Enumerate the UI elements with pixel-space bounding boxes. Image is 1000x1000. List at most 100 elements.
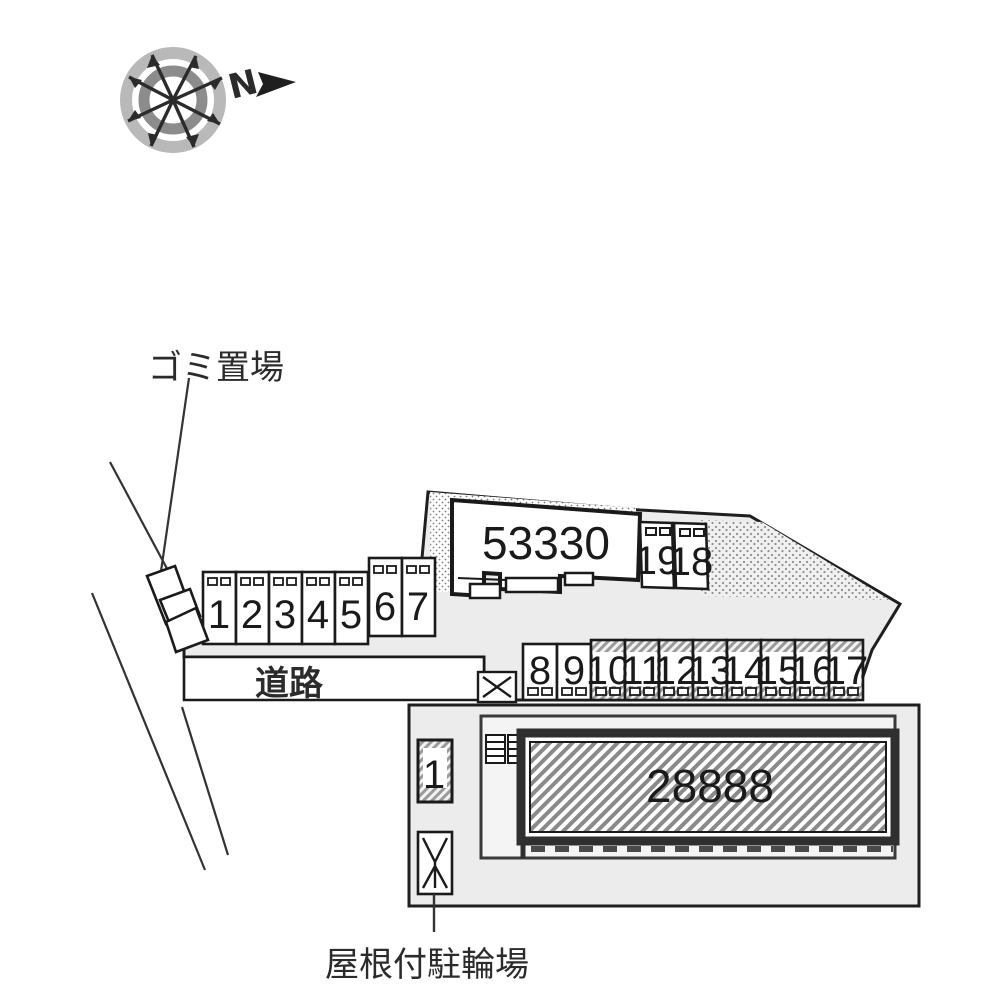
stall-11-stopper-b	[643, 687, 655, 696]
stall-7-stopper-b	[419, 565, 430, 574]
stall-14-stopper-a	[731, 687, 743, 696]
stall-16-stopper-a	[799, 687, 811, 696]
stall-3-stopper-b	[286, 577, 297, 586]
stall-10-label: 10	[586, 649, 631, 693]
road-band	[182, 655, 486, 702]
stall-13-stopper-b	[711, 687, 723, 696]
stall-17-stopper-a	[833, 687, 845, 696]
stall-19-stopper-b	[659, 527, 671, 536]
parking-stall-15[interactable]: 15	[756, 638, 801, 702]
stall-7-label: 7	[407, 585, 429, 629]
trash-box-base	[164, 606, 210, 654]
stall-8-label: 8	[529, 649, 551, 693]
stall-4-stopper-b	[319, 577, 330, 586]
bike-stall-label: 1	[423, 753, 445, 797]
trash-enclosure: ゴミ置場	[145, 348, 284, 654]
stipple-wedge	[700, 520, 890, 600]
boundary-lines	[90, 377, 230, 871]
building-28888: 28888	[516, 728, 900, 846]
parking-stall-10[interactable]: 10	[586, 638, 631, 702]
stall-16-label: 16	[790, 649, 835, 693]
building-53330-entry-a	[468, 582, 502, 600]
trash-label: ゴミ置場	[148, 348, 284, 388]
stall-18-stopper-b	[693, 528, 705, 537]
building-53330-number: 53330	[482, 517, 610, 569]
stall-10-stopper-a	[595, 687, 607, 696]
bike-parking-marker[interactable]	[416, 830, 454, 896]
parking-stall-17[interactable]: 17	[824, 638, 869, 702]
stall-5-stopper-b	[352, 577, 363, 586]
parking-stall-2[interactable]: 2	[234, 570, 271, 646]
stall-9-label: 9	[563, 649, 585, 693]
stall-2-stopper-a	[240, 577, 251, 586]
building-53330-entry-b	[504, 576, 560, 594]
stall-5-stopper-a	[339, 577, 350, 586]
compass-inner-ring	[138, 65, 208, 135]
stall-6-stopper-a	[373, 565, 384, 574]
stall-12-stopper-a	[663, 687, 675, 696]
parking-stall-19[interactable]: 19	[635, 520, 680, 590]
parking-stall-3[interactable]: 3	[267, 570, 304, 646]
stall-15-stopper-b	[779, 687, 791, 696]
stall-1-stopper-a	[207, 577, 218, 586]
stall-4-stopper-a	[306, 577, 317, 586]
stall-11-stopper-a	[629, 687, 641, 696]
parking-stall-7[interactable]: 7	[400, 556, 437, 638]
stall-19-label: 19	[635, 539, 680, 583]
stall-1-label: 1	[208, 593, 230, 637]
parking-stall-8[interactable]: 8	[521, 642, 559, 702]
parking-stall-6[interactable]: 6	[367, 556, 404, 638]
road-area: 道路	[182, 655, 518, 704]
site-area-lower: 28888	[407, 703, 921, 908]
stall-14-label: 14	[722, 649, 767, 693]
parking-stall-14[interactable]: 14	[722, 638, 767, 702]
bike-parking-label: 屋根付駐輪場	[325, 945, 529, 985]
parking-stall-13[interactable]: 13	[688, 638, 733, 702]
stall-3-stopper-a	[273, 577, 284, 586]
stall-7-stopper-a	[406, 565, 417, 574]
stall-16-stopper-b	[813, 687, 825, 696]
bike-parking-stall[interactable]: 1	[416, 738, 454, 804]
stall-9-stopper-a	[561, 687, 573, 696]
parking-stall-9[interactable]: 9	[555, 642, 593, 702]
stall-6-label: 6	[374, 585, 396, 629]
stall-17-label: 17	[824, 649, 869, 693]
stall-14-stopper-b	[745, 687, 757, 696]
parking-stall-5[interactable]: 5	[333, 570, 370, 646]
stall-15-label: 15	[756, 649, 801, 693]
road-label: 道路	[255, 664, 324, 704]
stall-6-stopper-b	[386, 565, 397, 574]
building-28888-footprint	[529, 741, 887, 833]
stall-1-stopper-b	[220, 577, 231, 586]
compass-direction-arrow	[256, 72, 296, 97]
stall-13-label: 13	[688, 649, 733, 693]
parking-stall-18[interactable]: 18	[669, 521, 714, 591]
parking-stall-16[interactable]: 16	[790, 638, 835, 702]
stall-2-stopper-b	[253, 577, 264, 586]
road-edge-left-inner	[180, 706, 230, 856]
stall-13-stopper-a	[697, 687, 709, 696]
parking-row-top: 1 2 3 4 5 6	[201, 556, 437, 646]
stall-12-stopper-b	[677, 687, 689, 696]
stair-icon-a	[485, 734, 506, 764]
stall-4-label: 4	[307, 593, 329, 637]
stall-11-label: 11	[621, 649, 663, 693]
stall-8-stopper-a	[527, 687, 539, 696]
bike-parking-area: 1 屋根付駐輪場	[325, 738, 529, 985]
compass-arrowheads	[128, 55, 222, 147]
building-53330-entry-c	[563, 571, 595, 587]
stall-12-label: 12	[654, 649, 699, 693]
parking-row-bottom: 8 9 10 11 12	[521, 638, 869, 702]
stall-5-label: 5	[340, 593, 362, 637]
road-access-marker	[476, 670, 518, 704]
stall-10-stopper-b	[609, 687, 621, 696]
parking-stall-11[interactable]: 11	[621, 638, 663, 702]
parking-stall-4[interactable]: 4	[300, 570, 337, 646]
stall-3-label: 3	[274, 593, 296, 637]
stall-17-stopper-b	[847, 687, 859, 696]
road-edge-left-outer	[90, 592, 207, 871]
trash-leader-line	[158, 377, 191, 579]
parking-stall-1[interactable]: 1	[201, 570, 238, 646]
stall-8-stopper-b	[541, 687, 553, 696]
stall-19-stopper-a	[645, 527, 657, 536]
